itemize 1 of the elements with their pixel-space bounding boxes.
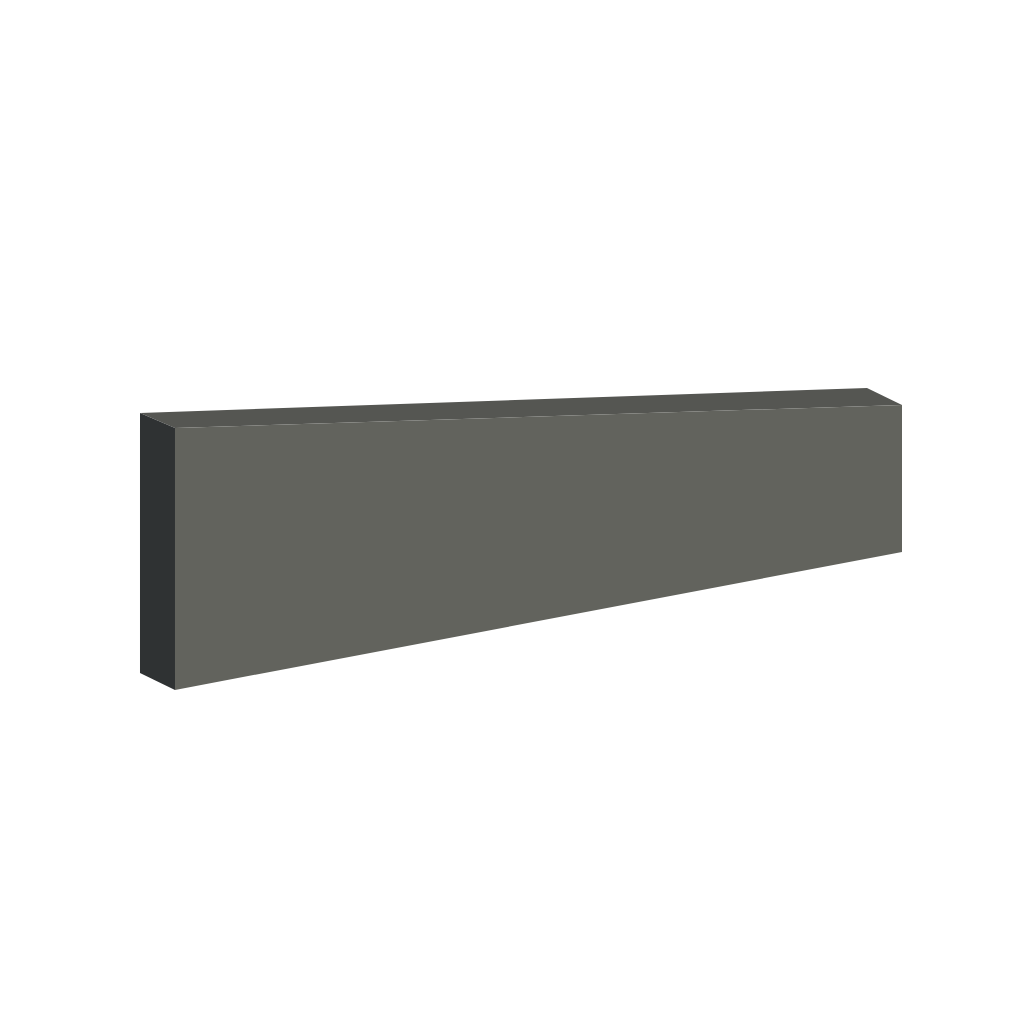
block-drawing — [140, 388, 902, 690]
